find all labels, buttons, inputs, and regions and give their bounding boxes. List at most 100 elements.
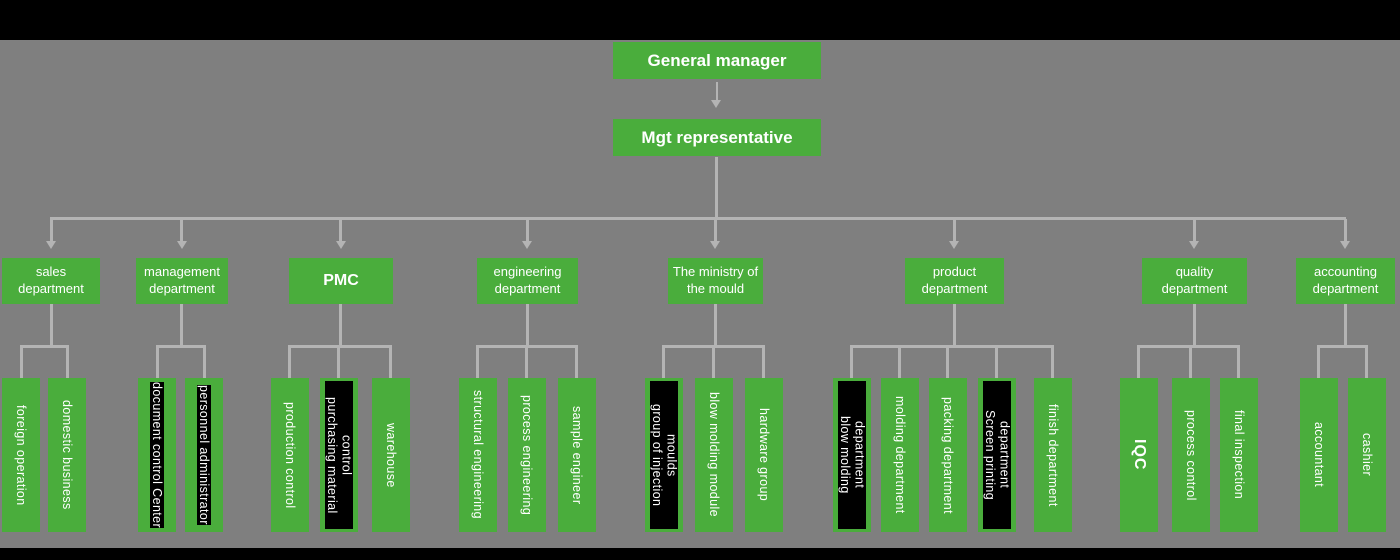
dept-box-pmc: PMC [289, 258, 393, 304]
dept-box-engineering: engineering department [477, 258, 578, 304]
down-arrow-icon [1189, 241, 1199, 249]
down-arrow-icon [177, 241, 187, 249]
connector-line [525, 345, 528, 378]
leaf-label: hardware group [757, 408, 772, 502]
connector-line [339, 304, 342, 347]
connector-line [716, 82, 718, 101]
connector-line [575, 345, 578, 378]
down-arrow-icon [522, 241, 532, 249]
connector-line [898, 345, 901, 378]
leaf-label: accountant [1312, 422, 1327, 488]
leaf-box-foreign-operation: foreign operation [2, 378, 40, 532]
leaf-label: process engineering [520, 394, 535, 516]
dept-box-mould-ministry: The ministry of the mould [668, 258, 763, 304]
down-arrow-icon [710, 241, 720, 249]
leaf-label: Screen printing department [982, 381, 1012, 529]
connector-line [180, 304, 183, 347]
connector-line [288, 345, 291, 378]
bottom-black-bar [0, 548, 1400, 560]
leaf-label: molding department [893, 396, 908, 514]
down-arrow-icon [46, 241, 56, 249]
dept-label: engineering department [493, 264, 562, 296]
connector-line [714, 304, 717, 347]
leaf-box-screen-printing-department: Screen printing department [978, 378, 1016, 532]
connector-line [156, 345, 159, 378]
connector-line [156, 345, 206, 348]
leaf-box-blow-molding-module: blow molding module [695, 378, 733, 532]
connector-line [20, 345, 23, 378]
leaf-box-blow-molding-department: blow molding department [833, 378, 871, 532]
leaf-box-warehouse: warehouse [372, 378, 410, 532]
dept-box-sales: sales department [2, 258, 100, 304]
leaf-box-finish-department: finish department [1034, 378, 1072, 532]
leaf-label: blow molding department [837, 381, 867, 529]
down-arrow-icon [711, 100, 721, 108]
connector-line [712, 345, 715, 378]
leaf-box-final-inspection: final inspection [1220, 378, 1258, 532]
connector-line [1189, 345, 1192, 378]
leaf-box-structural-engineering: structural engineering [459, 378, 497, 532]
leaf-box-production-control: production control [271, 378, 309, 532]
connector-line [339, 219, 342, 242]
connector-line [180, 219, 183, 242]
connector-line [1365, 345, 1368, 378]
leaf-label: group of injection moulds [649, 381, 679, 529]
leaf-box-molding-department: molding department [881, 378, 919, 532]
leaf-box-hardware-group: hardware group [745, 378, 783, 532]
down-arrow-icon [949, 241, 959, 249]
leaf-label: production control [283, 401, 298, 509]
leaf-label: sample engineer [570, 405, 585, 505]
connector-line [1051, 345, 1054, 378]
leaf-box-process-engineering: process engineering [508, 378, 546, 532]
leaf-label: cashier [1360, 433, 1375, 477]
connector-line [526, 219, 529, 242]
connector-line [850, 345, 853, 378]
connector-line [1344, 219, 1347, 242]
leaf-box-packing-department: packing department [929, 378, 967, 532]
connector-line [50, 217, 1346, 220]
leaf-label: final inspection [1232, 410, 1247, 500]
connector-line [1344, 304, 1347, 347]
connector-line [1137, 345, 1240, 348]
dept-box-quality: quality department [1142, 258, 1247, 304]
connector-line [995, 345, 998, 378]
connector-line [1317, 345, 1320, 378]
leaf-label: process control [1184, 409, 1199, 501]
connector-line [1137, 345, 1140, 378]
general-manager-label: General manager [647, 50, 787, 70]
connector-line [1193, 219, 1196, 242]
connector-line [20, 345, 69, 348]
dept-label: accounting department [1312, 264, 1379, 296]
dept-label: PMC [323, 271, 359, 289]
connector-line [66, 345, 69, 378]
leaf-label: blow molding module [707, 392, 722, 518]
leaf-label: foreign operation [14, 404, 29, 506]
leaf-label: structural engineering [471, 390, 486, 520]
connector-line [526, 304, 529, 347]
dept-label: sales department [18, 264, 84, 296]
connector-line [288, 345, 392, 348]
connector-line [389, 345, 392, 378]
leaf-box-process-control: process control [1172, 378, 1210, 532]
connector-line [476, 345, 479, 378]
connector-line [850, 345, 1054, 348]
leaf-box-cashier: cashier [1348, 378, 1386, 532]
connector-line [715, 157, 718, 219]
leaf-label: document control Center [149, 381, 165, 529]
connector-line [337, 345, 340, 378]
dept-label: product department [921, 264, 988, 296]
leaf-box-iqc: IQC [1120, 378, 1158, 532]
connector-line [1317, 345, 1368, 348]
connector-line [762, 345, 765, 378]
leaf-box-document-control-center: document control Center [138, 378, 176, 532]
leaf-box-personnel-administrator: personnel administrator [185, 378, 223, 532]
leaf-box-injection-moulds-group: group of injection moulds [645, 378, 683, 532]
leaf-label: IQC [1131, 439, 1149, 471]
general-manager-box: General manager [613, 42, 821, 79]
leaf-label: packing department [941, 396, 956, 514]
leaf-label: purchasing material control [324, 381, 354, 529]
connector-line [50, 304, 53, 347]
connector-line [1237, 345, 1240, 378]
dept-box-product: product department [905, 258, 1004, 304]
